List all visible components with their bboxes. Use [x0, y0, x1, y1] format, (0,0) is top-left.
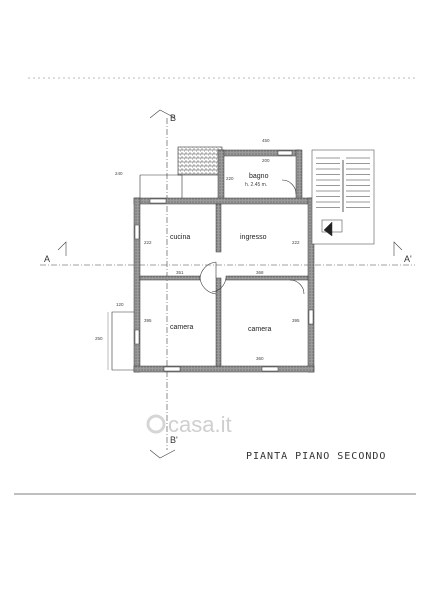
left-balcony	[111, 311, 134, 371]
dim-cucina-width: 351	[176, 270, 184, 275]
walls	[133, 149, 315, 373]
brick-terrace	[177, 146, 223, 176]
room-label-cucina: cucina	[170, 234, 190, 241]
sheet-frame	[14, 77, 416, 495]
doors	[199, 179, 305, 295]
section-lines	[40, 109, 415, 459]
section-label-a-right: A'	[404, 254, 412, 264]
staircase	[311, 149, 375, 245]
plan-title: PIANTA PIANO SECONDO	[246, 451, 386, 462]
room-label-camera-left: camera	[170, 324, 193, 331]
watermark-logo-icon	[146, 414, 166, 434]
room-label-bagno-height: h. 2.45 m.	[245, 182, 267, 188]
dim-cucina-depth: 222	[144, 240, 152, 245]
watermark: casa.it	[168, 412, 232, 437]
dim-camera-right-depth: 395	[292, 318, 300, 323]
upper-balcony	[139, 174, 183, 200]
room-label-bagno: bagno	[249, 173, 269, 180]
section-label-b-bottom: B'	[170, 435, 178, 445]
windows	[134, 150, 314, 372]
dim-bagno-depth: 220	[226, 176, 234, 181]
dim-ingresso-depth: 222	[292, 240, 300, 245]
dim-ingresso-width: 368	[256, 270, 264, 275]
section-label-b-top: B	[170, 113, 176, 123]
dim-top-overall: 450	[262, 138, 270, 143]
section-label-a-left: A	[44, 254, 50, 264]
dim-balcony-width: 120	[116, 302, 124, 307]
dim-stair-side: 240	[115, 171, 123, 176]
dim-balcony-depth: 250	[95, 336, 103, 341]
dim-camera-left-depth: 395	[144, 318, 152, 323]
room-label-ingresso: ingresso	[240, 234, 267, 241]
dim-bagno-width: 200	[262, 158, 270, 163]
room-label-camera-right: camera	[248, 326, 271, 333]
dim-camera-right-width: 360	[256, 356, 264, 361]
